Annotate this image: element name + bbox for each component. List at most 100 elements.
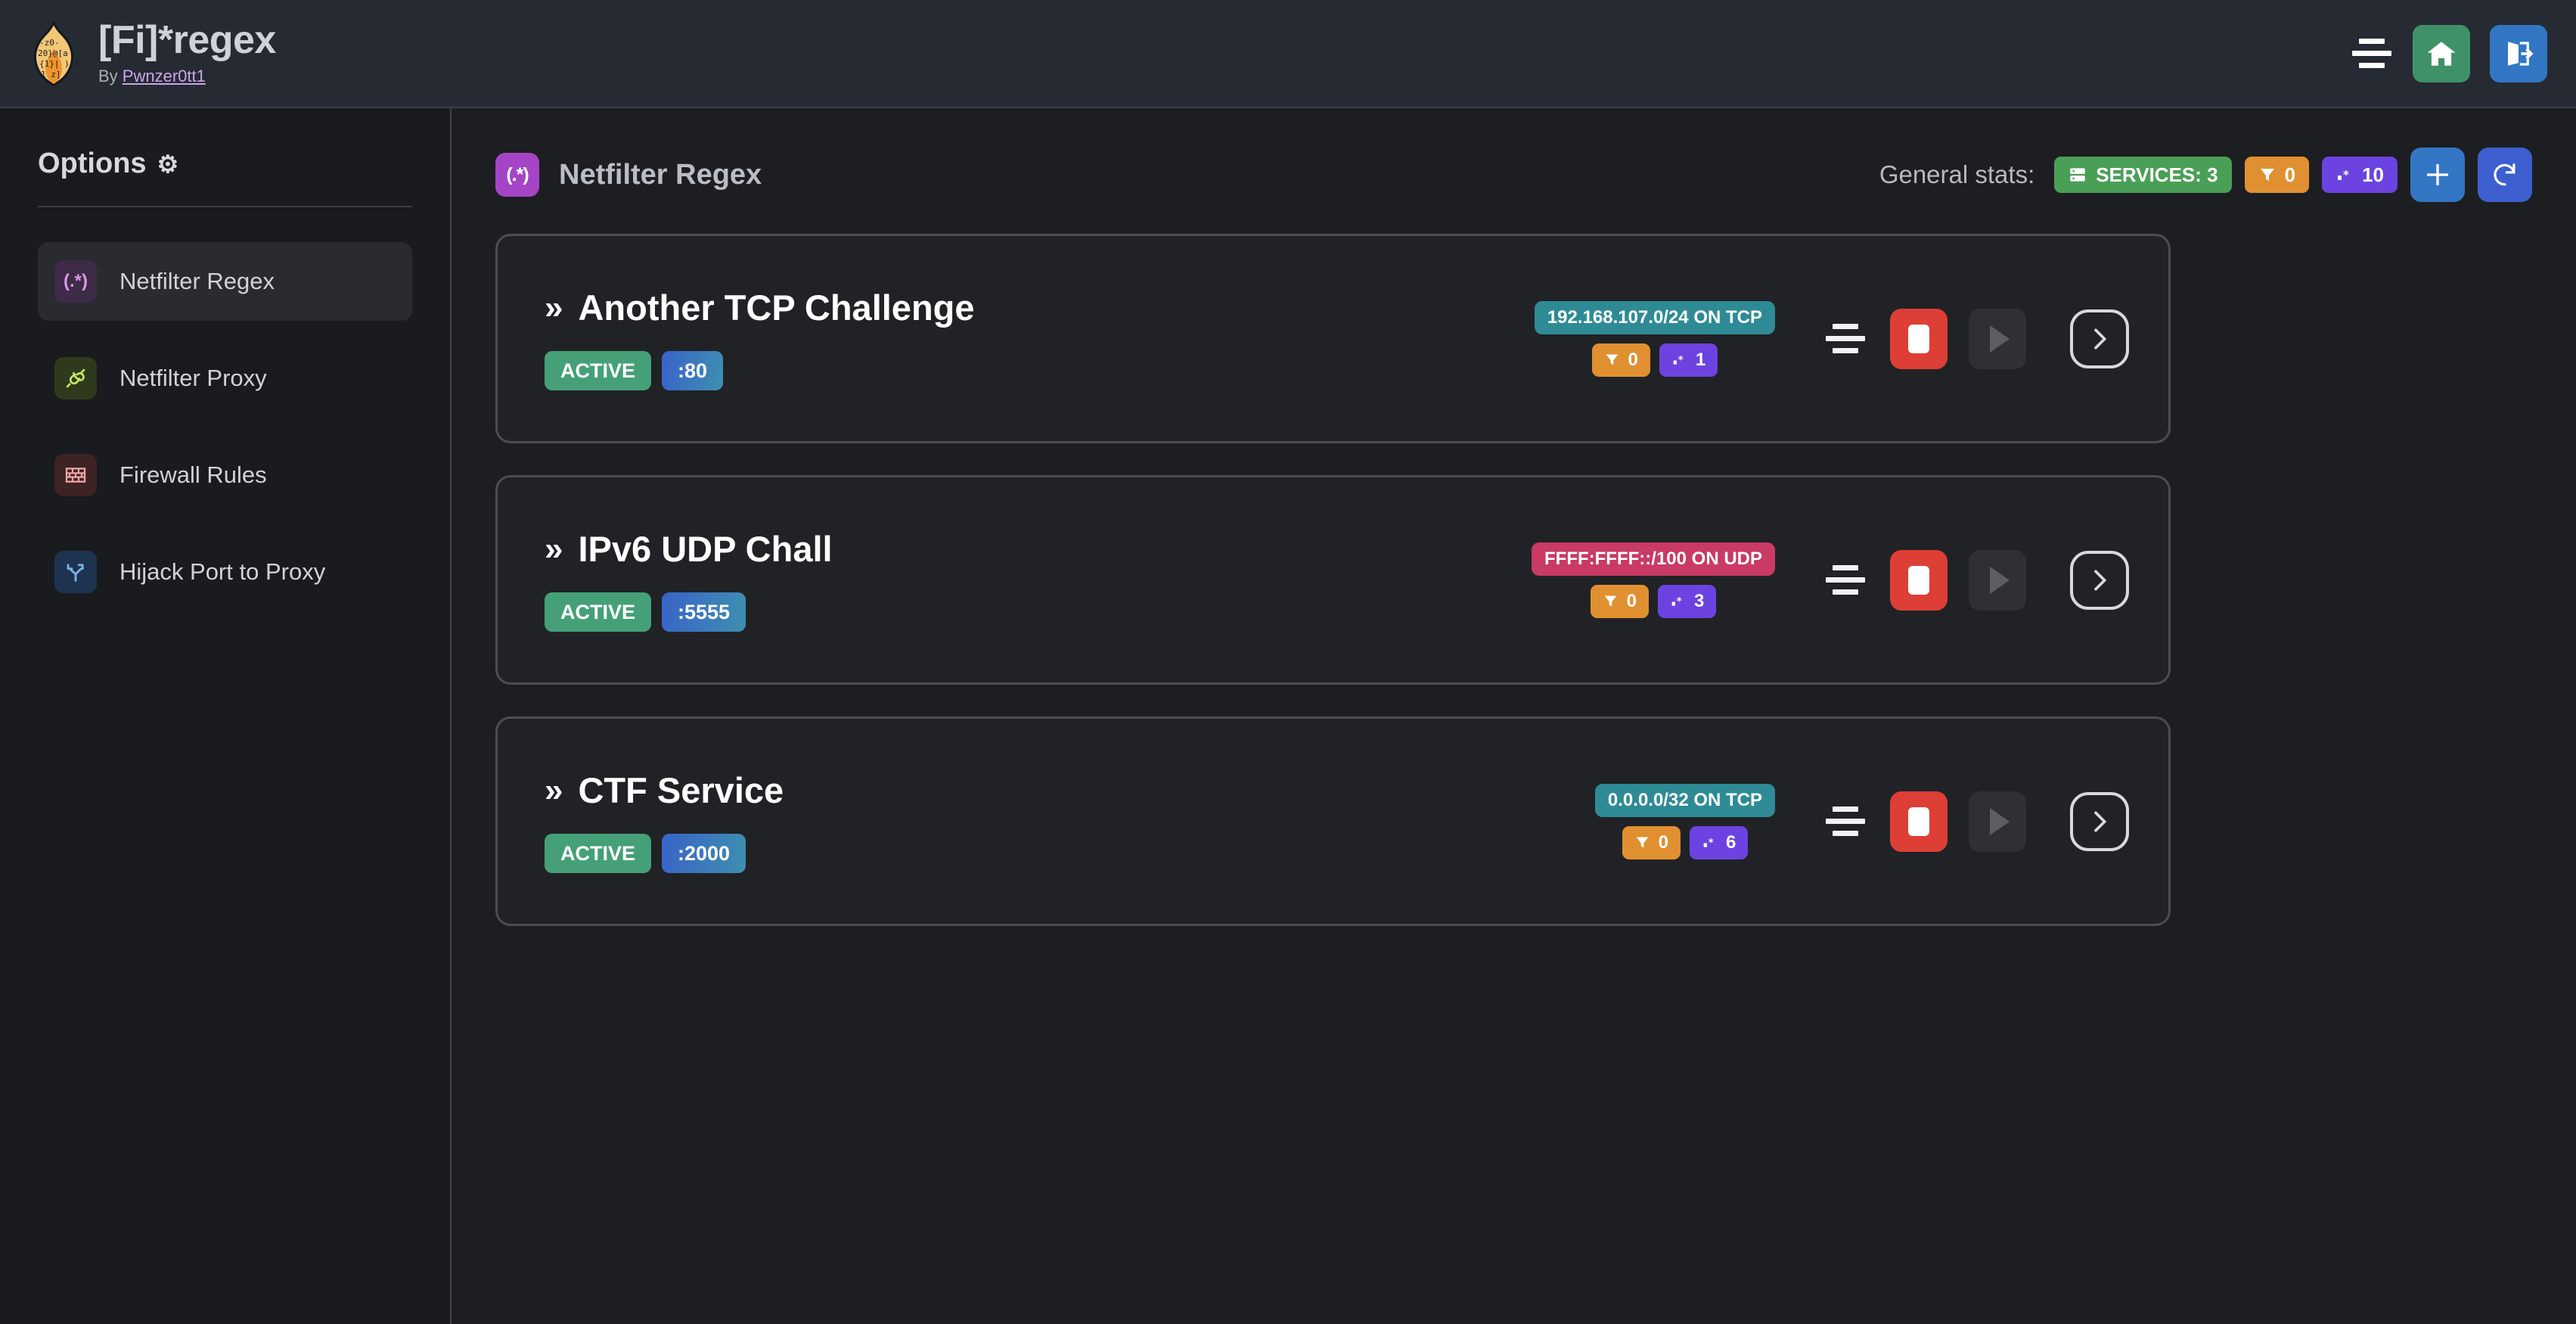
service-actions: 192.168.107.0/24 ON TCP 0 *	[1534, 300, 2129, 377]
service-menu-icon[interactable]	[1822, 798, 1869, 845]
sidebar-item-hijack-port-to-proxy[interactable]: Hijack Port to Proxy	[38, 533, 412, 611]
menu-line	[1833, 807, 1858, 812]
hamburger-menu-icon[interactable]	[2351, 33, 2393, 75]
menu-line	[1833, 831, 1858, 836]
service-badges: ACTIVE :5555	[545, 592, 833, 632]
brick-wall-icon	[54, 454, 97, 496]
service-actions: 0.0.0.0/32 ON TCP 0 *	[1594, 783, 2129, 859]
menu-line	[1833, 565, 1858, 570]
filter-icon	[2258, 166, 2277, 184]
network-badge: FFFF:FFFF::/100 ON UDP	[1532, 542, 1775, 576]
service-title: » Another TCP Challenge	[545, 287, 975, 328]
filters-count-label: 0	[1628, 349, 1638, 370]
byline: By Pwnzer0tt1	[98, 67, 276, 86]
sidebar-item-netfilter-proxy[interactable]: Netfilter Proxy	[38, 339, 412, 418]
home-icon	[2425, 38, 2457, 70]
author-link[interactable]: Pwnzer0tt1	[122, 67, 206, 85]
sidebar-item-label: Hijack Port to Proxy	[119, 558, 326, 585]
status-badge-filters: 0	[1622, 825, 1681, 859]
stop-icon	[1908, 565, 1929, 595]
svg-text:1 z]: 1 z]	[41, 70, 61, 79]
service-card[interactable]: » CTF Service ACTIVE :2000 0.0.0.0/32 ON…	[495, 716, 2171, 926]
flame-regex-logo: -z0- 20}@[a {1}| )-9] 1 z]	[29, 20, 79, 86]
open-service-button[interactable]	[2070, 791, 2129, 851]
play-button[interactable]	[1969, 791, 2026, 852]
logout-button[interactable]	[2490, 24, 2547, 82]
filters-count-label: 0	[2284, 163, 2296, 186]
double-chevron-icon: »	[545, 288, 563, 326]
sidebar-heading-label: Options	[38, 148, 147, 179]
network-info: 192.168.107.0/24 ON TCP 0 *	[1534, 300, 1775, 377]
play-icon	[1990, 807, 2010, 835]
status-badge-services: SERVICES: 3	[2054, 157, 2232, 193]
open-service-button[interactable]	[2070, 309, 2129, 368]
svg-text:*: *	[1677, 596, 1682, 608]
play-icon	[1990, 325, 2010, 353]
regex-dot-star-icon: *	[2335, 166, 2354, 184]
status-badge-regexes: * 6	[1689, 825, 1749, 859]
services-count-label: SERVICES: 3	[2096, 163, 2218, 186]
status-badge-regexes: * 1	[1659, 343, 1718, 377]
network-info: FFFF:FFFF::/100 ON UDP 0 *	[1532, 542, 1775, 618]
refresh-button[interactable]	[2478, 148, 2532, 202]
port-badge: :2000	[662, 834, 746, 873]
brand-text: [Fi]*regex By Pwnzer0tt1	[98, 20, 276, 86]
svg-text:*: *	[1709, 838, 1714, 849]
sidebar-item-netfilter-regex[interactable]: (.*) Netfilter Regex	[38, 242, 412, 321]
play-button[interactable]	[1969, 549, 2026, 611]
divider	[38, 206, 412, 207]
stop-button[interactable]	[1890, 549, 1948, 611]
plus-icon	[2422, 159, 2453, 191]
stop-button[interactable]	[1890, 308, 1948, 369]
filter-icon	[1604, 352, 1620, 368]
add-service-button[interactable]	[2410, 148, 2465, 202]
double-chevron-icon: »	[545, 530, 563, 567]
service-actions: FFFF:FFFF::/100 ON UDP 0 *	[1532, 542, 2129, 618]
filter-icon	[1634, 834, 1650, 850]
double-chevron-icon: »	[545, 771, 563, 809]
service-card[interactable]: » Another TCP Challenge ACTIVE :80 192.1…	[495, 234, 2171, 443]
svg-text:20}@[a: 20}@[a	[38, 48, 68, 58]
regex-dot-star-icon: *	[1671, 352, 1687, 368]
stop-button[interactable]	[1890, 791, 1948, 852]
svg-text:-z0-: -z0-	[39, 38, 60, 48]
service-info: » CTF Service ACTIVE :2000	[545, 769, 784, 873]
home-button[interactable]	[2413, 24, 2470, 82]
play-icon	[1990, 566, 2010, 594]
service-menu-icon[interactable]	[1822, 315, 1869, 362]
open-service-button[interactable]	[2070, 550, 2129, 610]
service-info: » IPv6 UDP Chall ACTIVE :5555	[545, 528, 833, 632]
filter-icon	[1603, 593, 1619, 609]
sidebar-item-firewall-rules[interactable]: Firewall Rules	[38, 436, 412, 514]
stop-icon	[1908, 807, 1929, 836]
play-button[interactable]	[1969, 308, 2026, 369]
regex-icon: (.*)	[54, 260, 97, 303]
menu-line	[2359, 39, 2385, 44]
service-name-label: CTF Service	[578, 770, 784, 810]
content-title: Netfilter Regex	[559, 158, 762, 191]
menu-line	[1826, 336, 1865, 341]
filters-count-label: 0	[1658, 831, 1668, 853]
network-badge: 192.168.107.0/24 ON TCP	[1534, 300, 1775, 334]
counts: 0 * 3	[1590, 584, 1717, 618]
filters-count-label: 0	[1626, 590, 1637, 611]
port-badge: :5555	[662, 592, 746, 632]
status-badge-regexes: * 3	[1658, 584, 1717, 618]
main-content: (.*) Netfilter Regex General stats: SERV…	[452, 108, 2576, 1324]
fork-arrows-icon	[54, 551, 97, 593]
regex-dot-star-icon: *	[1670, 593, 1686, 609]
status-badge: ACTIVE	[545, 834, 652, 873]
brand: -z0- 20}@[a {1}| )-9] 1 z] [Fi]*regex By…	[29, 20, 276, 86]
sidebar-item-label: Firewall Rules	[119, 462, 267, 488]
status-badge-filters: 0	[1590, 584, 1649, 618]
service-badges: ACTIVE :80	[545, 351, 975, 390]
service-badges: ACTIVE :2000	[545, 834, 784, 873]
byline-prefix: By	[98, 67, 123, 85]
menu-line	[1833, 324, 1858, 329]
menu-line	[1826, 819, 1865, 824]
service-card[interactable]: » IPv6 UDP Chall ACTIVE :5555 FFFF:FFFF:…	[495, 475, 2171, 685]
service-menu-icon[interactable]	[1822, 557, 1869, 604]
svg-text:*: *	[2343, 168, 2349, 182]
service-name-label: IPv6 UDP Chall	[578, 529, 833, 569]
menu-line	[1833, 589, 1858, 595]
